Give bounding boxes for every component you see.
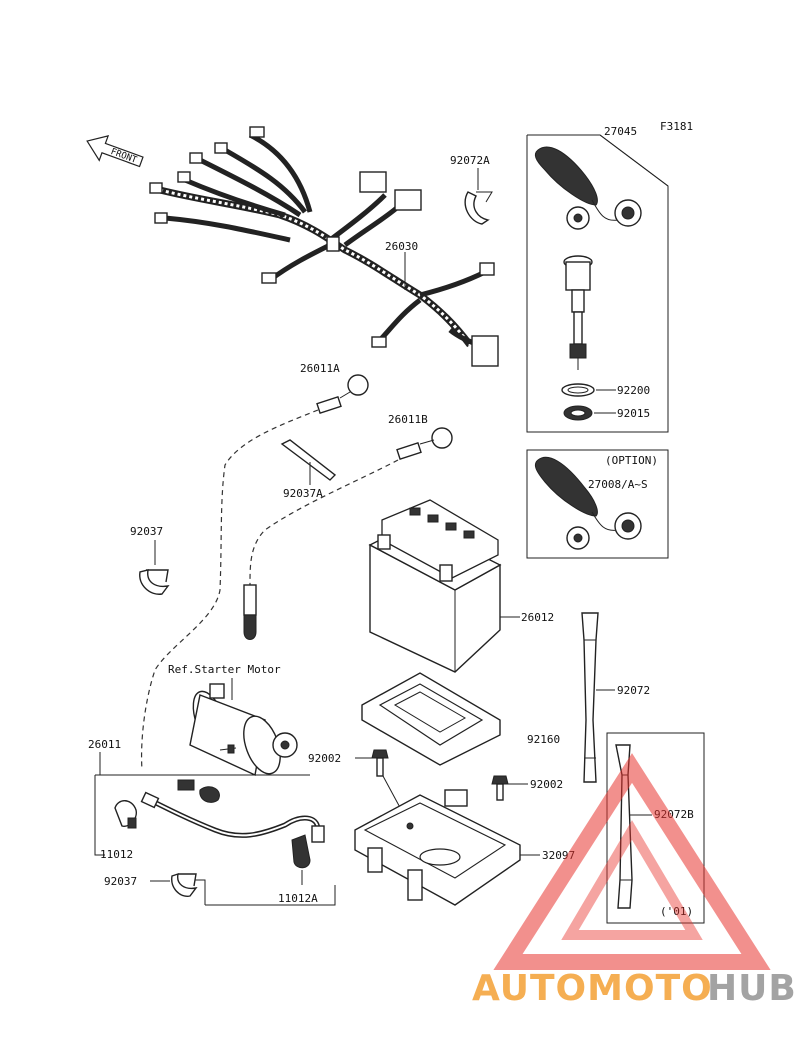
callout-92072: 92072 xyxy=(617,684,650,697)
callout-92072A: 92072A xyxy=(450,154,490,167)
clamp-92037-upper xyxy=(139,569,170,595)
watermark-text-1: AUTOMOTO xyxy=(472,968,713,1009)
callout-26030: 26030 xyxy=(385,240,418,253)
year-label: ('01) xyxy=(660,905,693,918)
front-arrow-icon: FRONT xyxy=(86,135,144,168)
leader-26011-joint xyxy=(195,879,206,905)
callout-27045: 27045 xyxy=(604,125,637,138)
battery-pad-92160 xyxy=(361,672,501,766)
clamp-92037-lower xyxy=(171,872,198,897)
callout-26011B: 26011B xyxy=(388,413,428,426)
clamp-92072A xyxy=(464,191,493,225)
callout-92037A: 92037A xyxy=(283,487,323,500)
wiring-harness xyxy=(149,126,499,367)
callout-92037-upper: 92037 xyxy=(130,525,163,538)
callout-92160: 92160 xyxy=(527,733,560,746)
strap-92072B-box: 92072B ('01) xyxy=(606,732,705,924)
callout-92037-lower: 92037 xyxy=(104,875,137,888)
callout-26012: 26012 xyxy=(521,611,554,624)
battery-cables xyxy=(140,374,453,771)
ignition-switch-box: 27045 92200 92015 xyxy=(526,125,669,433)
bolt-92002-left xyxy=(371,749,389,777)
watermark-text-2: HUB xyxy=(707,968,797,1009)
starter-motor xyxy=(189,683,298,777)
starter-cable-26011 xyxy=(140,779,325,843)
battery xyxy=(368,499,502,673)
watermark-triangle-icon xyxy=(493,753,771,970)
terminal-cover-11012A xyxy=(291,834,311,869)
battery-case-32097 xyxy=(354,789,521,906)
callout-27008: 27008/A~S xyxy=(588,478,648,491)
option-key-box: (OPTION) 27008/A~S xyxy=(526,449,669,559)
callout-92002-left: 92002 xyxy=(308,752,341,765)
callout-92200: 92200 xyxy=(617,384,650,397)
figure-code: F3181 xyxy=(660,120,693,133)
leader-26011-left xyxy=(94,775,105,856)
bolt-92002-right xyxy=(491,775,509,801)
callout-11012A: 11012A xyxy=(278,892,318,905)
ref-starter-motor-label: Ref.Starter Motor xyxy=(168,663,281,676)
cable-tie-92037A xyxy=(280,439,337,481)
callout-11012: 11012 xyxy=(100,848,133,861)
option-label: (OPTION) xyxy=(605,454,658,467)
terminal-cover-11012 xyxy=(114,800,137,829)
callout-92002-right: 92002 xyxy=(530,778,563,791)
callout-26011A: 26011A xyxy=(300,362,340,375)
callout-26011: 26011 xyxy=(88,738,121,751)
watermark-inner-triangle-icon xyxy=(561,820,703,940)
leader-26011-bottom xyxy=(205,885,336,906)
callout-92015: 92015 xyxy=(617,407,650,420)
automotohub-watermark: AUTOMOTO HUB xyxy=(472,753,797,1009)
battery-strap-92072 xyxy=(581,612,599,783)
